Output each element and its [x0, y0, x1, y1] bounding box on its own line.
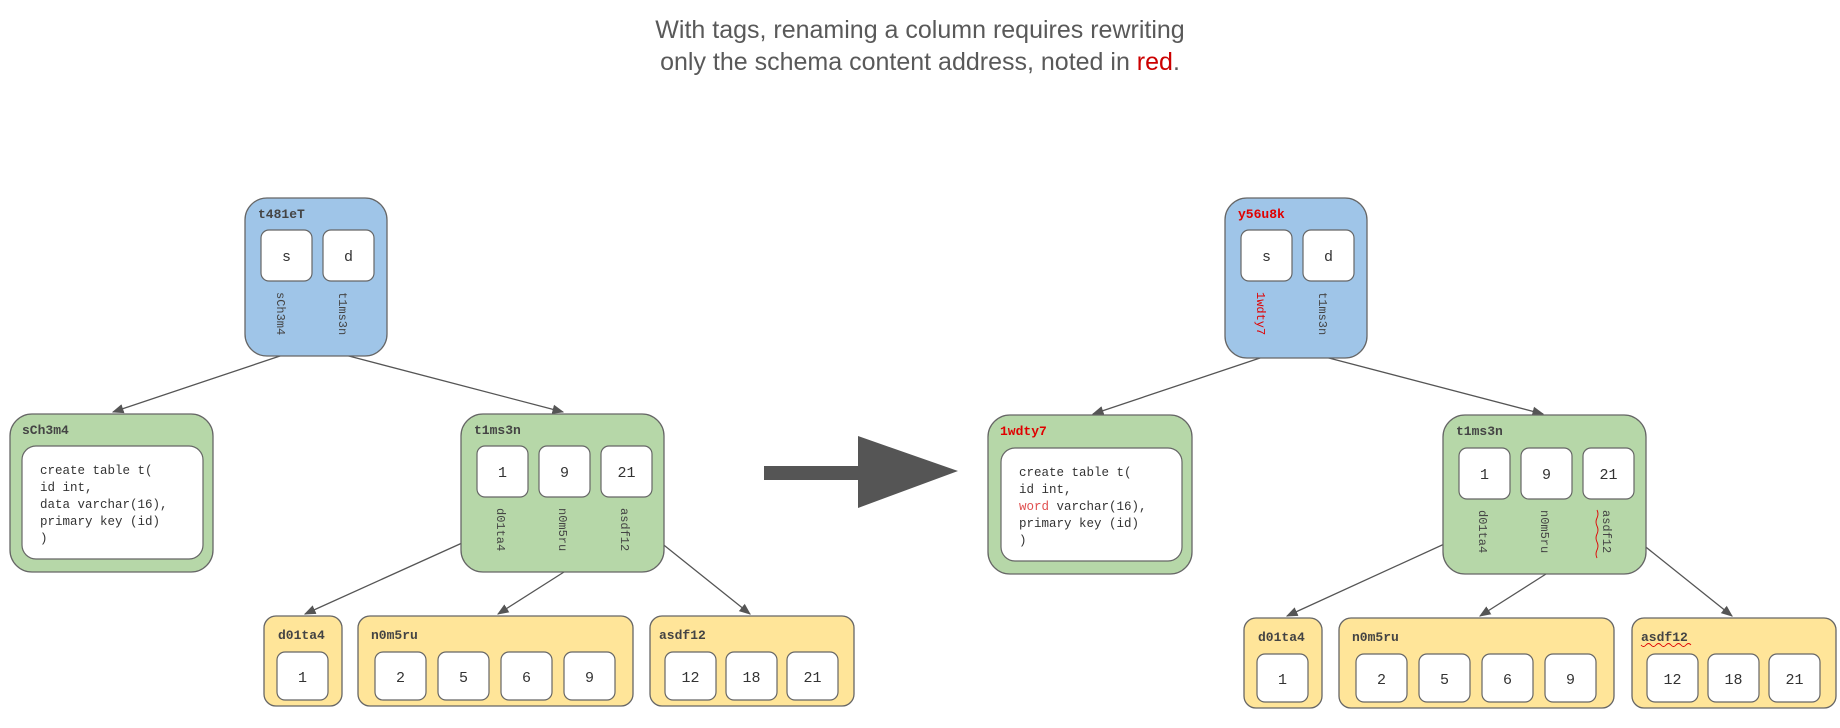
right-leaf-1: d01ta4 1	[1243, 617, 1323, 709]
left-schema-code-3: data varchar(16),	[40, 498, 168, 512]
edge-root-schema	[111, 354, 284, 414]
right-schema-code-3: word varchar(16),	[1019, 500, 1147, 514]
right-tree: y56u8k s d 1wdty7 t1ms3n 1wdty7 create t…	[987, 197, 1837, 709]
right-root-addr-d: t1ms3n	[1315, 292, 1329, 335]
right-schema-code-4: primary key (id)	[1019, 517, 1139, 531]
right-data-addr-3: asdf12	[1599, 510, 1613, 553]
right-leaf-3-label: asdf12	[1641, 630, 1688, 645]
left-data-cell-3: 21	[617, 465, 635, 482]
left-leaf-1-label: d01ta4	[278, 628, 325, 643]
right-schema-code-5: )	[1019, 534, 1027, 548]
edge-data-leaf-1	[303, 533, 483, 615]
caption-line-2-suffix: .	[1172, 48, 1180, 76]
right-root-cell-s: s	[1262, 249, 1271, 266]
right-root-node: y56u8k s d 1wdty7 t1ms3n	[1224, 197, 1368, 359]
left-leaf-2-cell-2: 5	[459, 670, 468, 687]
right-schema-code-1: create table t(	[1019, 466, 1132, 480]
caption-line-2: only the schema content address, noted i…	[0, 46, 1840, 78]
left-root-addr-d: t1ms3n	[335, 292, 349, 335]
right-leaf-3-cell-2: 18	[1724, 672, 1742, 689]
left-leaf-2-cell-3: 6	[522, 670, 531, 687]
left-leaf-2-cell-4: 9	[585, 670, 594, 687]
left-schema-code-5: )	[40, 532, 48, 546]
left-schema-code-1: create table t(	[40, 464, 153, 478]
left-schema-label: sCh3m4	[22, 423, 69, 438]
transition-arrow-icon	[764, 436, 958, 508]
left-data-node: t1ms3n 1 9 21 d01ta4 n0m5ru asdf12	[460, 413, 665, 573]
left-leaf-3-cell-3: 21	[803, 670, 821, 687]
left-root-label: t481eT	[258, 207, 305, 222]
edge-root-schema-right	[1091, 356, 1264, 416]
right-data-label: t1ms3n	[1456, 424, 1503, 439]
right-root-cell-d: d	[1324, 249, 1333, 266]
left-leaf-3: asdf12 12 18 21	[649, 615, 855, 707]
right-leaf-2: n0m5ru 2 5 6 9	[1338, 617, 1615, 709]
left-leaf-1-cell-1: 1	[298, 670, 307, 687]
edge-data-leaf-2	[497, 571, 565, 615]
left-root-cell-s: s	[282, 249, 291, 266]
spellcheck-squiggle-icon	[1595, 509, 1599, 559]
caption-line-2-prefix: only the schema content address, noted i…	[660, 48, 1137, 76]
right-leaf-3-cell-1: 12	[1663, 672, 1681, 689]
right-leaf-3: asdf12 12 18 21	[1631, 617, 1837, 709]
left-leaf-3-cell-1: 12	[681, 670, 699, 687]
right-schema-node: 1wdty7 create table t( id int, word varc…	[987, 414, 1193, 575]
left-leaf-3-cell-2: 18	[742, 670, 760, 687]
left-leaf-2-label: n0m5ru	[371, 628, 418, 643]
edge-root-data-right	[1324, 356, 1545, 416]
right-schema-code-2: id int,	[1019, 483, 1072, 497]
right-leaf-2-cell-3: 6	[1503, 672, 1512, 689]
left-data-label: t1ms3n	[474, 423, 521, 438]
right-schema-code-3-rest: varchar(16),	[1049, 500, 1147, 514]
right-leaf-2-cell-1: 2	[1377, 672, 1386, 689]
spellcheck-squiggle-icon	[1640, 643, 1692, 647]
edge-data-leaf-2-right	[1479, 573, 1547, 617]
right-leaf-1-label: d01ta4	[1258, 630, 1305, 645]
right-data-cell-2: 9	[1542, 467, 1551, 484]
left-tree: t481eT s d sCh3m4 t1ms3n sCh3m4 create t…	[9, 197, 855, 707]
right-data-cell-1: 1	[1480, 467, 1489, 484]
left-data-cell-1: 1	[498, 465, 507, 482]
left-root-node: t481eT s d sCh3m4 t1ms3n	[244, 197, 388, 357]
right-data-cell-3: 21	[1599, 467, 1617, 484]
left-schema-code-4: primary key (id)	[40, 515, 160, 529]
right-data-addr-2: n0m5ru	[1537, 510, 1551, 553]
left-schema-node: sCh3m4 create table t( id int, data varc…	[9, 413, 214, 573]
caption-red-word: red	[1136, 48, 1173, 76]
right-root-addr-s: 1wdty7	[1253, 292, 1267, 335]
right-schema-label: 1wdty7	[1000, 424, 1047, 439]
edge-root-data	[344, 354, 565, 414]
left-data-addr-1: d01ta4	[493, 508, 507, 551]
right-leaf-1-cell-1: 1	[1278, 672, 1287, 689]
right-data-addr-1: d01ta4	[1475, 510, 1489, 553]
right-leaf-3-cell-3: 21	[1785, 672, 1803, 689]
left-data-addr-3: asdf12	[617, 508, 631, 551]
diagram-caption: With tags, renaming a column requires re…	[0, 14, 1840, 78]
left-data-cell-2: 9	[560, 465, 569, 482]
right-leaf-2-cell-2: 5	[1440, 672, 1449, 689]
left-schema-code-2: id int,	[40, 481, 93, 495]
edge-data-leaf-1-right	[1285, 534, 1465, 617]
left-leaf-2: n0m5ru 2 5 6 9	[357, 615, 634, 707]
caption-line-1: With tags, renaming a column requires re…	[655, 16, 1185, 44]
right-leaf-2-label: n0m5ru	[1352, 630, 1399, 645]
left-root-cell-d: d	[344, 249, 353, 266]
left-root-addr-s: sCh3m4	[273, 292, 287, 335]
right-schema-renamed-column: word	[1019, 500, 1049, 514]
left-leaf-3-label: asdf12	[659, 628, 706, 643]
right-root-label: y56u8k	[1238, 207, 1285, 222]
right-leaf-2-cell-4: 9	[1566, 672, 1575, 689]
left-leaf-1: d01ta4 1	[263, 615, 343, 707]
left-data-addr-2: n0m5ru	[555, 508, 569, 551]
right-data-node: t1ms3n 1 9 21 d01ta4 n0m5ru asdf12	[1442, 414, 1647, 575]
left-leaf-2-cell-1: 2	[396, 670, 405, 687]
